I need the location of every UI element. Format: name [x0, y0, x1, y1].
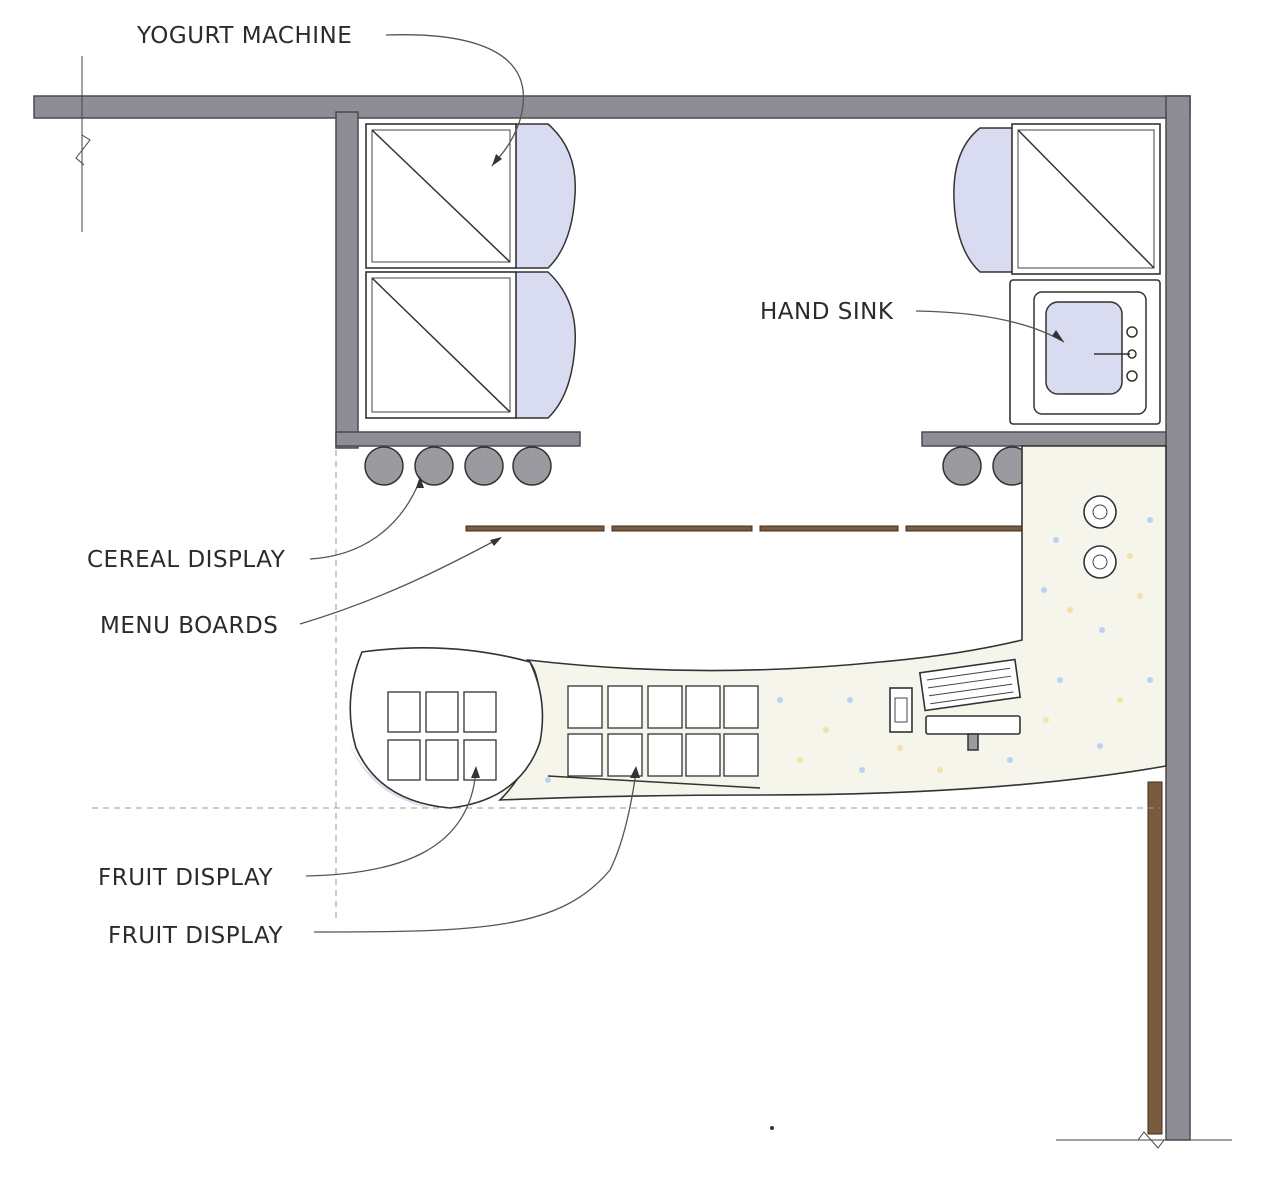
fruit-bin	[425, 739, 459, 781]
cereal-bin	[364, 446, 404, 486]
round-fruit-display	[348, 646, 544, 810]
hand-sink	[1009, 279, 1161, 425]
yogurt-machine-right	[953, 123, 1161, 275]
cereal-bin	[512, 446, 552, 486]
cereal-bin	[464, 446, 504, 486]
fruit-bin	[607, 733, 643, 777]
label-fruit-display-round: FRUIT DISPLAY	[98, 865, 273, 891]
fruit-bin	[567, 685, 603, 729]
cereal-display-bins	[364, 446, 1134, 486]
label-hand-sink: HAND SINK	[760, 299, 894, 325]
cup-station	[1083, 495, 1117, 529]
menu-boards	[465, 525, 1047, 532]
yogurt-machine-left-bottom	[365, 271, 577, 419]
fruit-bin	[607, 685, 643, 729]
pos-register	[889, 658, 1022, 751]
yogurt-machine-left-top	[365, 123, 577, 269]
label-yogurt-machine: YOGURT MACHINE	[136, 23, 352, 49]
left-shelf-ledge	[335, 431, 581, 447]
fruit-bin	[425, 691, 459, 733]
walls	[33, 95, 1191, 1141]
leader-fruit-display-round	[305, 769, 477, 877]
top-wall	[33, 95, 1191, 119]
right-shelf-ledge	[921, 431, 1167, 447]
fruit-bin	[463, 691, 497, 733]
cereal-bin	[414, 446, 454, 486]
fruit-bin	[647, 733, 683, 777]
fruit-bin	[723, 733, 759, 777]
label-fruit-display-linear: FRUIT DISPLAY	[108, 923, 283, 949]
fruit-bin	[647, 685, 683, 729]
break-lines	[75, 56, 1232, 1149]
linear-fruit-display	[547, 685, 761, 789]
cup-station	[1083, 545, 1117, 579]
fruit-bin	[387, 691, 421, 733]
card-reader-icon	[889, 687, 913, 733]
menu-board	[759, 525, 899, 532]
leader-lines	[299, 34, 1065, 933]
fruit-bin	[685, 733, 721, 777]
fruit-bin	[387, 739, 421, 781]
fruit-bin	[463, 739, 497, 781]
door-panel	[1147, 781, 1163, 1135]
dashed-reference-lines	[92, 450, 1160, 920]
cereal-bin	[942, 446, 982, 486]
fruit-bin	[567, 733, 603, 777]
label-menu-boards: MENU BOARDS	[100, 613, 278, 639]
menu-board	[611, 525, 753, 532]
leader-hand-sink	[915, 310, 1065, 343]
leader-yogurt-machine	[385, 34, 525, 167]
right-wall	[1165, 95, 1191, 1141]
leader-fruit-display-linear	[313, 771, 637, 933]
leader-cereal-display	[309, 479, 421, 560]
left-partition-wall	[335, 111, 359, 449]
keyboard-icon	[918, 658, 1022, 712]
label-cereal-display: CEREAL DISPLAY	[87, 547, 286, 573]
monitor-icon	[925, 715, 1021, 735]
fruit-bin	[685, 685, 721, 729]
menu-board	[465, 525, 605, 532]
fruit-bin	[723, 685, 759, 729]
leader-menu-boards	[299, 537, 501, 625]
stray-dot	[770, 1126, 774, 1130]
